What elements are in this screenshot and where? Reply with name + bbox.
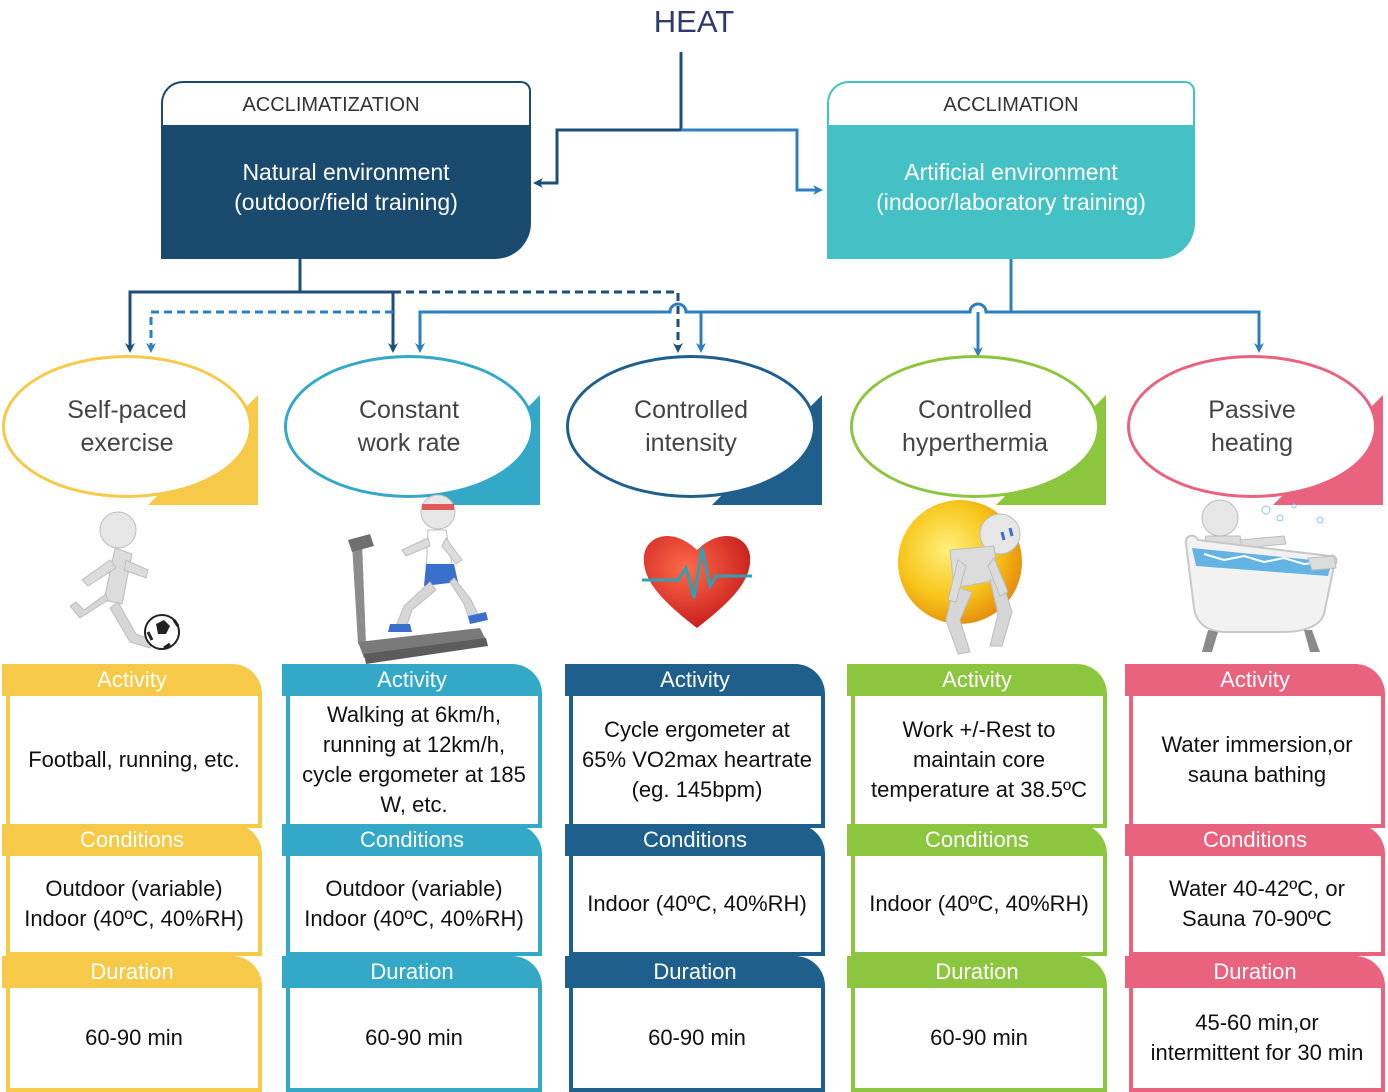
- activity-header: Activity: [2, 664, 262, 696]
- duration-header: Duration: [565, 956, 825, 988]
- natural-environment-body: Natural environment (outdoor/field train…: [161, 125, 531, 259]
- natural-environment-subtext: (outdoor/field training): [234, 189, 458, 215]
- treadmill-runner-icon: [348, 494, 488, 664]
- panel-self-paced: Activity Football, running, etc. Conditi…: [2, 664, 262, 1092]
- panel-controlled-intensity: Activity Cycle ergometer at 65% VO2max h…: [565, 664, 825, 1092]
- bathtub-icon: [1184, 499, 1338, 652]
- conditions-value: Outdoor (variable) Indoor (40ºC, 40%RH): [6, 856, 262, 956]
- conditions-value: Outdoor (variable) Indoor (40ºC, 40%RH): [286, 856, 542, 956]
- activity-header: Activity: [847, 664, 1107, 696]
- panel-passive-heating: Activity Water immersion,or sauna bathin…: [1125, 664, 1385, 1092]
- duration-value: 60-90 min: [569, 988, 825, 1092]
- panel-controlled-hyperthermia: Activity Work +/-Rest to maintain core t…: [847, 664, 1107, 1092]
- duration-value: 60-90 min: [6, 988, 262, 1092]
- method-ellipse: Constant work rate: [284, 355, 534, 498]
- method-title-line2: work rate: [357, 428, 461, 457]
- method-ellipse: Controlled hyperthermia: [850, 355, 1100, 498]
- method-controlled-intensity: Controlled intensity: [566, 355, 822, 505]
- method-constant-work-rate: Constant work rate: [284, 355, 540, 505]
- duration-header: Duration: [282, 956, 542, 988]
- heat-to-acclimation-arrow: [681, 128, 823, 195]
- conditions-header: Conditions: [2, 824, 262, 856]
- activity-value: Work +/-Rest to maintain core temperatur…: [851, 696, 1107, 828]
- method-title-line2: intensity: [645, 428, 737, 457]
- duration-value: 45-60 min,or intermittent for 30 min: [1129, 988, 1385, 1092]
- method-title-line1: Controlled: [634, 395, 748, 424]
- conditions-header: Conditions: [847, 824, 1107, 856]
- artificial-environment-body: Artificial environment (indoor/laborator…: [827, 125, 1195, 259]
- method-title-line1: Passive: [1208, 395, 1296, 424]
- football-player-icon: [69, 511, 180, 650]
- duration-header: Duration: [847, 956, 1107, 988]
- method-ellipse: Self-paced exercise: [2, 355, 252, 498]
- method-title-line2: exercise: [80, 428, 174, 457]
- panel-constant-work-rate: Activity Walking at 6km/h, running at 12…: [282, 664, 542, 1092]
- conditions-value: Indoor (40ºC, 40%RH): [569, 856, 825, 956]
- artificial-environment-subtext: (indoor/laboratory training): [876, 189, 1146, 215]
- activity-value: Cycle ergometer at 65% VO2max heartrate …: [569, 696, 825, 828]
- method-ellipse: Passive heating: [1127, 355, 1377, 498]
- heat-title: HEAT: [653, 4, 735, 39]
- method-title-line1: Controlled: [918, 395, 1032, 424]
- heat-to-acclimatization-arrow: [533, 52, 683, 188]
- activity-value: Football, running, etc.: [6, 696, 262, 828]
- conditions-header: Conditions: [282, 824, 542, 856]
- method-controlled-hyperthermia: Controlled hyperthermia: [850, 355, 1106, 505]
- duration-header: Duration: [1125, 956, 1385, 988]
- activity-header: Activity: [282, 664, 542, 696]
- conditions-value: Indoor (40ºC, 40%RH): [851, 856, 1107, 956]
- conditions-header: Conditions: [1125, 824, 1385, 856]
- method-title-line1: Self-paced: [67, 395, 187, 424]
- activity-value: Water immersion,or sauna bathing: [1129, 696, 1385, 828]
- method-passive-heating: Passive heating: [1127, 355, 1383, 505]
- method-title-line2: heating: [1210, 428, 1293, 457]
- duration-value: 60-90 min: [286, 988, 542, 1092]
- acclimatization-label: ACCLIMATIZATION: [161, 81, 531, 125]
- artificial-environment-text: Artificial environment: [904, 159, 1118, 185]
- heart-rate-icon: [642, 535, 752, 628]
- activity-value: Walking at 6km/h, running at 12km/h, cyc…: [286, 696, 542, 828]
- acclimation-box: ACCLIMATION Artificial environment (indo…: [827, 81, 1195, 259]
- method-ellipse: Controlled intensity: [566, 355, 816, 498]
- duration-value: 60-90 min: [851, 988, 1107, 1092]
- sun-tired-figure-icon: [898, 500, 1022, 655]
- acclimatization-box: ACCLIMATIZATION Natural environment (out…: [161, 81, 531, 259]
- activity-header: Activity: [1125, 664, 1385, 696]
- natural-environment-text: Natural environment: [242, 159, 450, 185]
- conditions-value: Water 40-42ºC, or Sauna 70-90ºC: [1129, 856, 1385, 956]
- activity-header: Activity: [565, 664, 825, 696]
- method-title-line2: hyperthermia: [902, 428, 1048, 457]
- conditions-header: Conditions: [565, 824, 825, 856]
- duration-header: Duration: [2, 956, 262, 988]
- acclimation-label: ACCLIMATION: [827, 81, 1195, 125]
- method-title-line1: Constant: [358, 395, 460, 424]
- method-self-paced: Self-paced exercise: [2, 355, 258, 505]
